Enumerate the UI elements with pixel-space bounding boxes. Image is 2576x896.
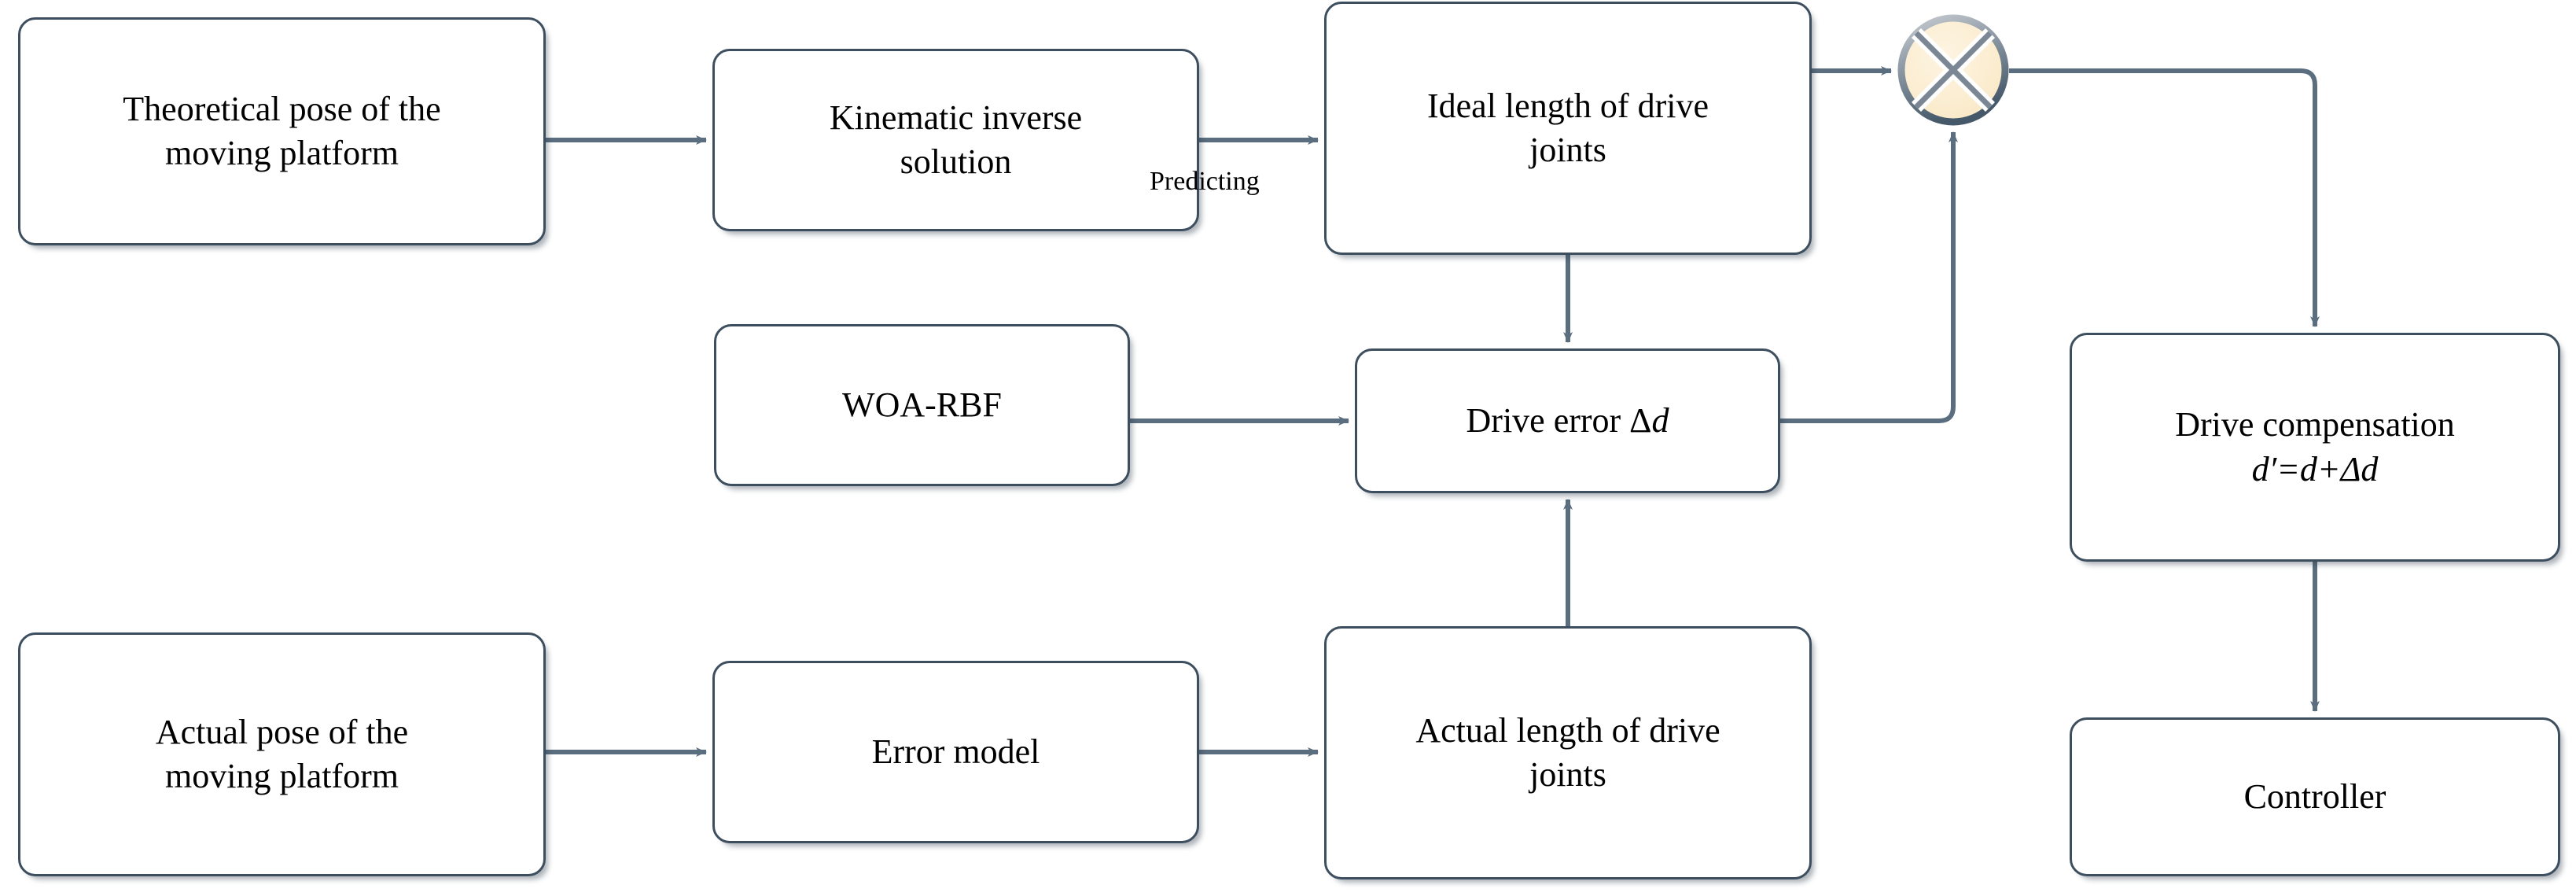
node-actual-length-of-drive-joints-label: Actual length of drive joints — [1415, 710, 1720, 794]
node-kinematic-inverse-solution-label: Kinematic inverse solution — [829, 98, 1083, 181]
node-theoretical-pose[interactable]: Theoretical pose of the moving platform — [18, 17, 546, 245]
node-drive-error-label: Drive error Δd — [1466, 400, 1669, 440]
node-woa-rbf-label: WOA-RBF — [842, 385, 1002, 424]
cross-icon-stroke — [1914, 31, 1993, 109]
node-actual-pose[interactable]: Actual pose of the moving platform — [18, 632, 546, 876]
node-actual-length-of-drive-joints[interactable]: Actual length of drive joints — [1324, 626, 1812, 879]
node-actual-pose-label: Actual pose of the moving platform — [155, 712, 409, 795]
node-kinematic-inverse-solution[interactable]: Kinematic inverse solution — [712, 49, 1199, 231]
edge-sum-to-compensation — [2009, 68, 2320, 327]
node-error-model[interactable]: Error model — [712, 661, 1199, 843]
summing-junction[interactable] — [1897, 14, 2009, 126]
node-ideal-length-of-drive-joints[interactable]: Ideal length of drive joints — [1324, 2, 1812, 255]
edge-label-predicting: Predicting — [1150, 167, 1260, 196]
node-drive-compensation[interactable]: Drive compensation d′=d+Δd — [2070, 333, 2560, 562]
node-drive-error[interactable]: Drive error Δd — [1355, 348, 1780, 493]
node-drive-compensation-label: Drive compensation d′=d+Δd — [2175, 405, 2455, 489]
node-controller-label: Controller — [2243, 776, 2386, 816]
node-theoretical-pose-label: Theoretical pose of the moving platform — [123, 89, 441, 172]
drive-compensation-equation: d′=d+Δd — [2251, 449, 2379, 489]
node-ideal-length-of-drive-joints-label: Ideal length of drive joints — [1427, 86, 1709, 169]
edge-drive-error-to-sum — [1780, 131, 1958, 423]
summing-junction-ring — [1897, 14, 2009, 126]
node-error-model-label: Error model — [871, 732, 1040, 771]
node-woa-rbf[interactable]: WOA-RBF — [714, 324, 1130, 486]
drive-error-symbol: d — [1651, 400, 1669, 440]
node-controller[interactable]: Controller — [2070, 717, 2560, 876]
